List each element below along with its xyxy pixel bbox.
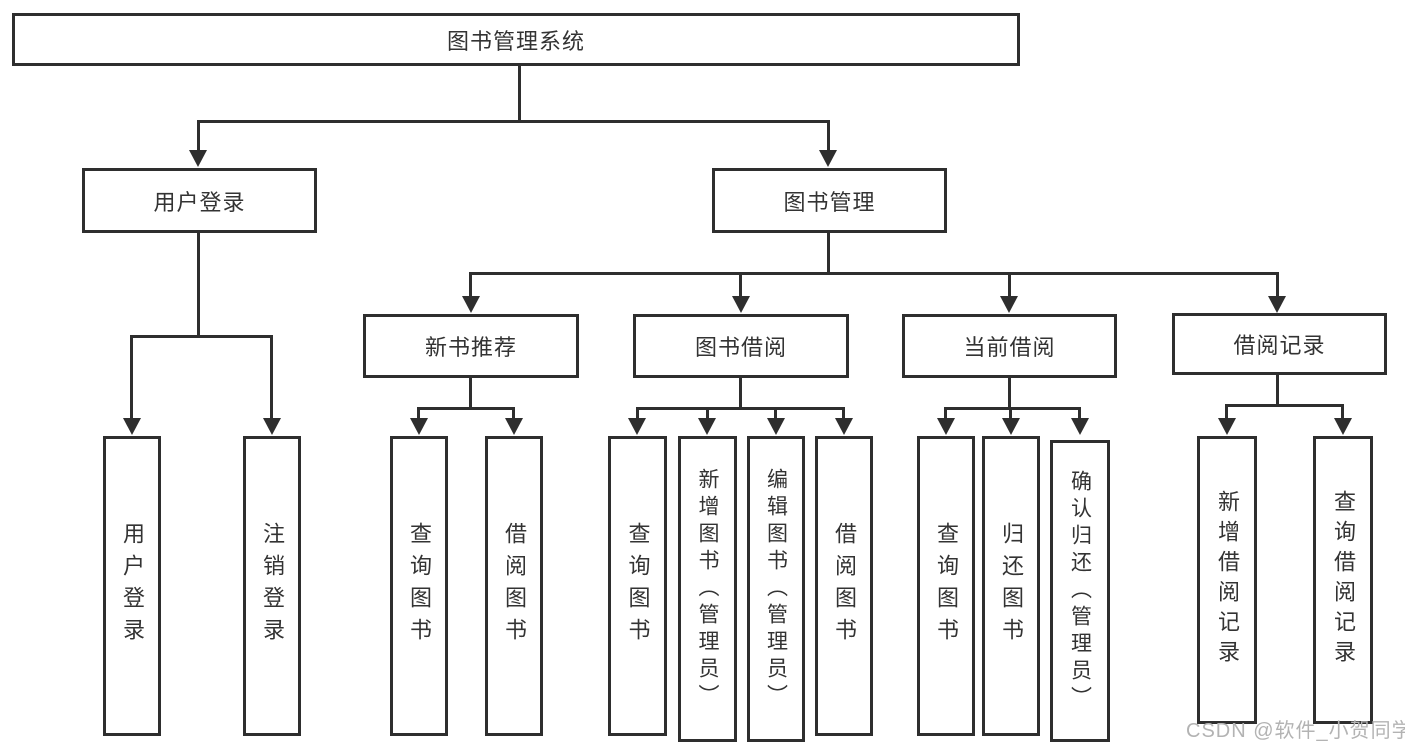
leaf-records-query-record-label: 查询借阅记录 bbox=[1331, 490, 1356, 670]
node-current-borrow-label: 当前借阅 bbox=[963, 335, 1056, 360]
connector-login-stem bbox=[197, 233, 200, 335]
connector-borrow-drop bbox=[739, 272, 742, 297]
connector-current-drop bbox=[1008, 272, 1011, 297]
leaf-borrow-borrow-books: 借阅图书 bbox=[815, 436, 873, 736]
connector-login-drop bbox=[197, 120, 200, 151]
connector-borrow-c1-drop bbox=[636, 407, 639, 419]
connector-mgmt-bus bbox=[469, 272, 1279, 275]
leaf-newrec-query-books-label: 查询图书 bbox=[407, 522, 432, 650]
connector-borrow-bus bbox=[636, 407, 845, 410]
connector-borrow-c3-drop bbox=[774, 407, 777, 419]
connector-newrec-stem bbox=[469, 378, 472, 407]
leaf-records-add-record: 新增借阅记录 bbox=[1197, 436, 1257, 724]
node-book-borrow: 图书借阅 bbox=[633, 314, 849, 378]
arrow-to-login bbox=[189, 150, 207, 167]
connector-login-bus bbox=[130, 335, 273, 338]
connector-root-stem bbox=[518, 66, 521, 120]
node-book-borrow-label: 图书借阅 bbox=[694, 335, 787, 360]
connector-newrec-c1-drop bbox=[417, 407, 420, 419]
leaf-borrow-query-books-label: 查询图书 bbox=[625, 522, 651, 650]
leaf-borrow-add-books-admin-label: 新增图书（管理员） bbox=[696, 467, 719, 711]
arrow-current-query bbox=[937, 418, 955, 435]
node-book-management-label: 图书管理 bbox=[783, 189, 876, 215]
leaf-logout-label: 注销登录 bbox=[260, 522, 285, 650]
connector-records-c2-drop bbox=[1341, 404, 1344, 419]
leaf-current-confirm-return-admin-label: 确认归还（管理员） bbox=[1068, 469, 1092, 713]
node-new-book-recommend-label: 新书推荐 bbox=[424, 335, 517, 360]
connector-newrec-c2-drop bbox=[512, 407, 515, 419]
connector-borrow-c2-drop bbox=[706, 407, 709, 419]
arrow-to-current-borrow bbox=[1000, 296, 1018, 313]
leaf-borrow-edit-books-admin-label: 编辑图书（管理员） bbox=[764, 467, 788, 711]
node-new-book-recommend: 新书推荐 bbox=[363, 314, 579, 378]
connector-login-child1-drop bbox=[130, 335, 133, 418]
connector-current-bus bbox=[944, 407, 1081, 410]
leaf-borrow-query-books: 查询图书 bbox=[608, 436, 667, 736]
arrow-records-add bbox=[1218, 418, 1236, 435]
arrow-borrow-query bbox=[628, 418, 646, 435]
leaf-logout: 注销登录 bbox=[243, 436, 301, 736]
leaf-borrow-borrow-books-label: 借阅图书 bbox=[832, 522, 857, 650]
leaf-current-confirm-return-admin: 确认归还（管理员） bbox=[1050, 440, 1110, 742]
connector-records-c1-drop bbox=[1225, 404, 1228, 419]
leaf-newrec-borrow-books: 借阅图书 bbox=[485, 436, 543, 736]
arrow-current-confirm bbox=[1071, 418, 1089, 435]
leaf-borrow-add-books-admin: 新增图书（管理员） bbox=[678, 436, 737, 742]
connector-mgmt-drop bbox=[827, 120, 830, 151]
arrow-to-borrow-records bbox=[1268, 296, 1286, 313]
leaf-records-query-record: 查询借阅记录 bbox=[1313, 436, 1373, 724]
connector-mgmt-stem bbox=[827, 233, 830, 272]
leaf-current-return-books-label: 归还图书 bbox=[999, 522, 1024, 650]
connector-current-c2-drop bbox=[1009, 407, 1012, 419]
node-borrow-records-label: 借阅记录 bbox=[1233, 333, 1326, 358]
csdn-watermark: CSDN @软件_小贺同学 bbox=[1186, 720, 1405, 742]
node-root-label: 图书管理系统 bbox=[446, 28, 585, 54]
connector-login-child2-drop bbox=[270, 335, 273, 418]
node-root: 图书管理系统 bbox=[12, 13, 1020, 66]
connector-records-drop bbox=[1276, 272, 1279, 297]
leaf-records-add-record-label: 新增借阅记录 bbox=[1215, 490, 1240, 670]
connector-borrow-c4-drop bbox=[842, 407, 845, 419]
arrow-borrow-borrow bbox=[835, 418, 853, 435]
leaf-current-query-books-label: 查询图书 bbox=[934, 522, 959, 650]
connector-current-c3-drop bbox=[1078, 407, 1081, 419]
arrow-to-book-borrow bbox=[732, 296, 750, 313]
connector-newrec-drop bbox=[469, 272, 472, 297]
leaf-current-return-books: 归还图书 bbox=[982, 436, 1040, 736]
arrow-borrow-add bbox=[698, 418, 716, 435]
leaf-newrec-query-books: 查询图书 bbox=[390, 436, 448, 736]
arrow-to-leaf-logout bbox=[263, 418, 281, 435]
arrow-to-mgmt bbox=[819, 150, 837, 167]
leaf-user-login: 用户登录 bbox=[103, 436, 161, 736]
node-user-login-label: 用户登录 bbox=[153, 189, 246, 215]
arrow-newrec-borrow bbox=[505, 418, 523, 435]
arrow-to-leaf-user-login bbox=[123, 418, 141, 435]
leaf-newrec-borrow-books-label: 借阅图书 bbox=[502, 522, 527, 650]
node-borrow-records: 借阅记录 bbox=[1172, 313, 1387, 375]
node-book-management: 图书管理 bbox=[712, 168, 947, 233]
arrow-records-query bbox=[1334, 418, 1352, 435]
connector-records-stem bbox=[1276, 375, 1279, 404]
connector-records-bus bbox=[1225, 404, 1344, 407]
arrow-borrow-edit bbox=[767, 418, 785, 435]
node-user-login: 用户登录 bbox=[82, 168, 317, 233]
arrow-to-new-recommend bbox=[462, 296, 480, 313]
connector-level1-bus bbox=[197, 120, 830, 123]
connector-borrow-stem bbox=[739, 378, 742, 407]
connector-current-stem bbox=[1008, 378, 1011, 407]
connector-newrec-bus bbox=[417, 407, 515, 410]
arrow-newrec-query bbox=[410, 418, 428, 435]
leaf-current-query-books: 查询图书 bbox=[917, 436, 975, 736]
leaf-borrow-edit-books-admin: 编辑图书（管理员） bbox=[747, 436, 805, 742]
arrow-current-return bbox=[1002, 418, 1020, 435]
leaf-user-login-label: 用户登录 bbox=[120, 522, 145, 650]
node-current-borrow: 当前借阅 bbox=[902, 314, 1117, 378]
connector-current-c1-drop bbox=[944, 407, 947, 419]
